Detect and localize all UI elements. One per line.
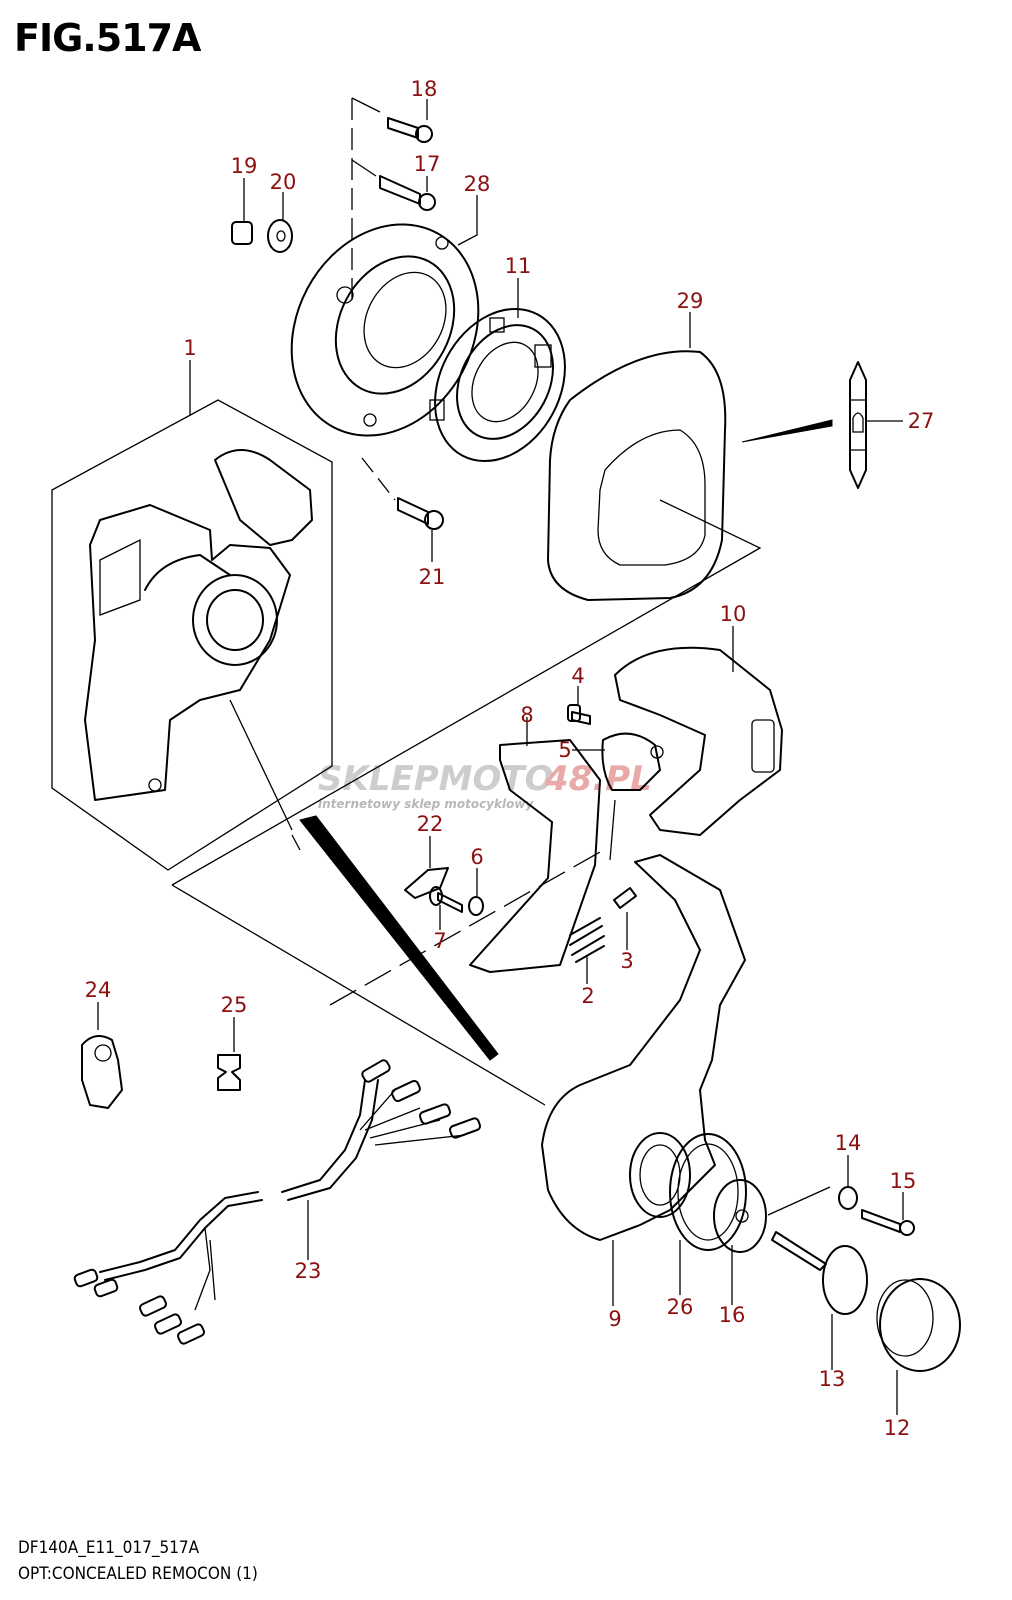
callout-18: 18: [411, 77, 438, 101]
callout-28: 28: [464, 172, 491, 196]
handle-cover-part: [614, 646, 783, 836]
cover-ring-part: [290, 223, 480, 437]
callout-1: 1: [183, 336, 196, 360]
callout-3: 3: [620, 949, 633, 973]
callout-20: 20: [270, 170, 297, 194]
callout-15: 15: [890, 1169, 917, 1193]
figure-description: OPT:CONCEALED REMOCON (1): [18, 1564, 258, 1584]
callout-leaders: [97, 99, 904, 1415]
nut-and-washer: [231, 219, 293, 253]
callout-14: 14: [835, 1131, 862, 1155]
assembly-frame: [51, 399, 333, 871]
knob-part: [601, 732, 664, 861]
callout-2: 2: [581, 984, 594, 1008]
bracket-bolt-washer: [404, 867, 484, 916]
callout-24: 24: [85, 978, 112, 1002]
callout-5: 5: [558, 738, 571, 762]
callout-16: 16: [719, 1303, 746, 1327]
callout-19: 19: [231, 154, 258, 178]
callout-29: 29: [677, 289, 704, 313]
callout-21: 21: [419, 565, 446, 589]
callout-labels: 1 2 3 4 5 6 7 8 9 10 11 12 13 14 15 16 1…: [85, 77, 935, 1440]
watermark-brand: SKLEPMOTO: [318, 759, 553, 799]
lever-arm-part: [469, 739, 601, 973]
control-lever-part: [541, 854, 746, 1241]
wire-harness-part: [73, 1059, 482, 1345]
callout-25: 25: [221, 993, 248, 1017]
callout-10: 10: [720, 602, 747, 626]
watermark: SKLEPMOTO 48.PL internetowy sklep motocy…: [318, 759, 652, 811]
callout-26: 26: [667, 1295, 694, 1319]
callout-6: 6: [470, 845, 483, 869]
ring-gear-part: [429, 307, 566, 463]
watermark-tagline: internetowy sklep motocyklowy: [318, 797, 534, 811]
figure-title: FIG.517A: [14, 16, 201, 60]
callout-13: 13: [819, 1367, 846, 1391]
small-hardware: [567, 704, 637, 963]
boot-and-clip: [81, 1035, 241, 1109]
callout-11: 11: [505, 254, 532, 278]
callout-7: 7: [433, 929, 446, 953]
assembly-guide-lines: [171, 97, 831, 1216]
figure-code: DF140A_E11_017_517A: [18, 1538, 200, 1558]
callout-17: 17: [414, 152, 441, 176]
callout-4: 4: [571, 664, 584, 688]
callout-8: 8: [520, 703, 533, 727]
remote-control-box-part: [51, 399, 333, 871]
label-strip-part: [741, 361, 867, 489]
shaft-assembly: [669, 1133, 961, 1372]
callout-9: 9: [608, 1307, 621, 1331]
callout-27: 27: [908, 409, 935, 433]
screws: [379, 117, 444, 530]
watermark-brand-suffix: 48.PL: [544, 759, 652, 799]
callout-23: 23: [295, 1259, 322, 1283]
callout-22: 22: [417, 812, 444, 836]
gasket-part: [547, 350, 727, 601]
callout-12: 12: [884, 1416, 911, 1440]
